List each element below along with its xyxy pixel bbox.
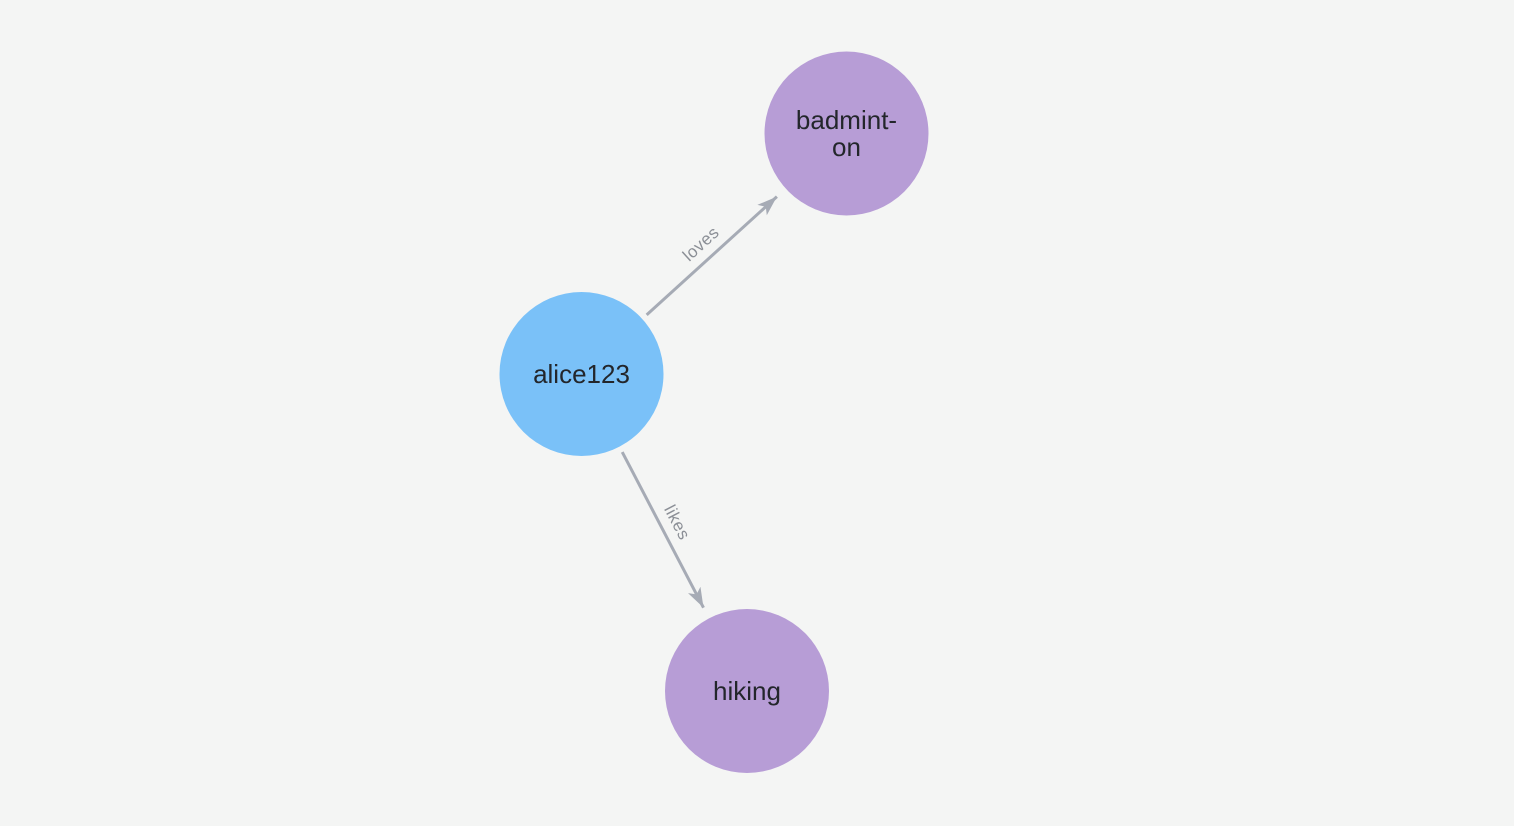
edge-line-likes[interactable] (620, 451, 705, 609)
node-circle-hiking[interactable] (665, 609, 829, 773)
edge-loves[interactable]: loves (645, 195, 778, 316)
node-hiking[interactable]: hiking (665, 609, 829, 773)
edge-likes[interactable]: likes (620, 451, 705, 609)
node-alice123[interactable]: alice123 (499, 292, 664, 456)
node-circle-badminton[interactable] (764, 51, 929, 216)
edge-label: loves (679, 223, 723, 265)
node-circle-alice123[interactable] (499, 292, 664, 456)
node-badminton[interactable]: badmint-on (764, 51, 929, 216)
edge-line-loves[interactable] (645, 195, 778, 316)
